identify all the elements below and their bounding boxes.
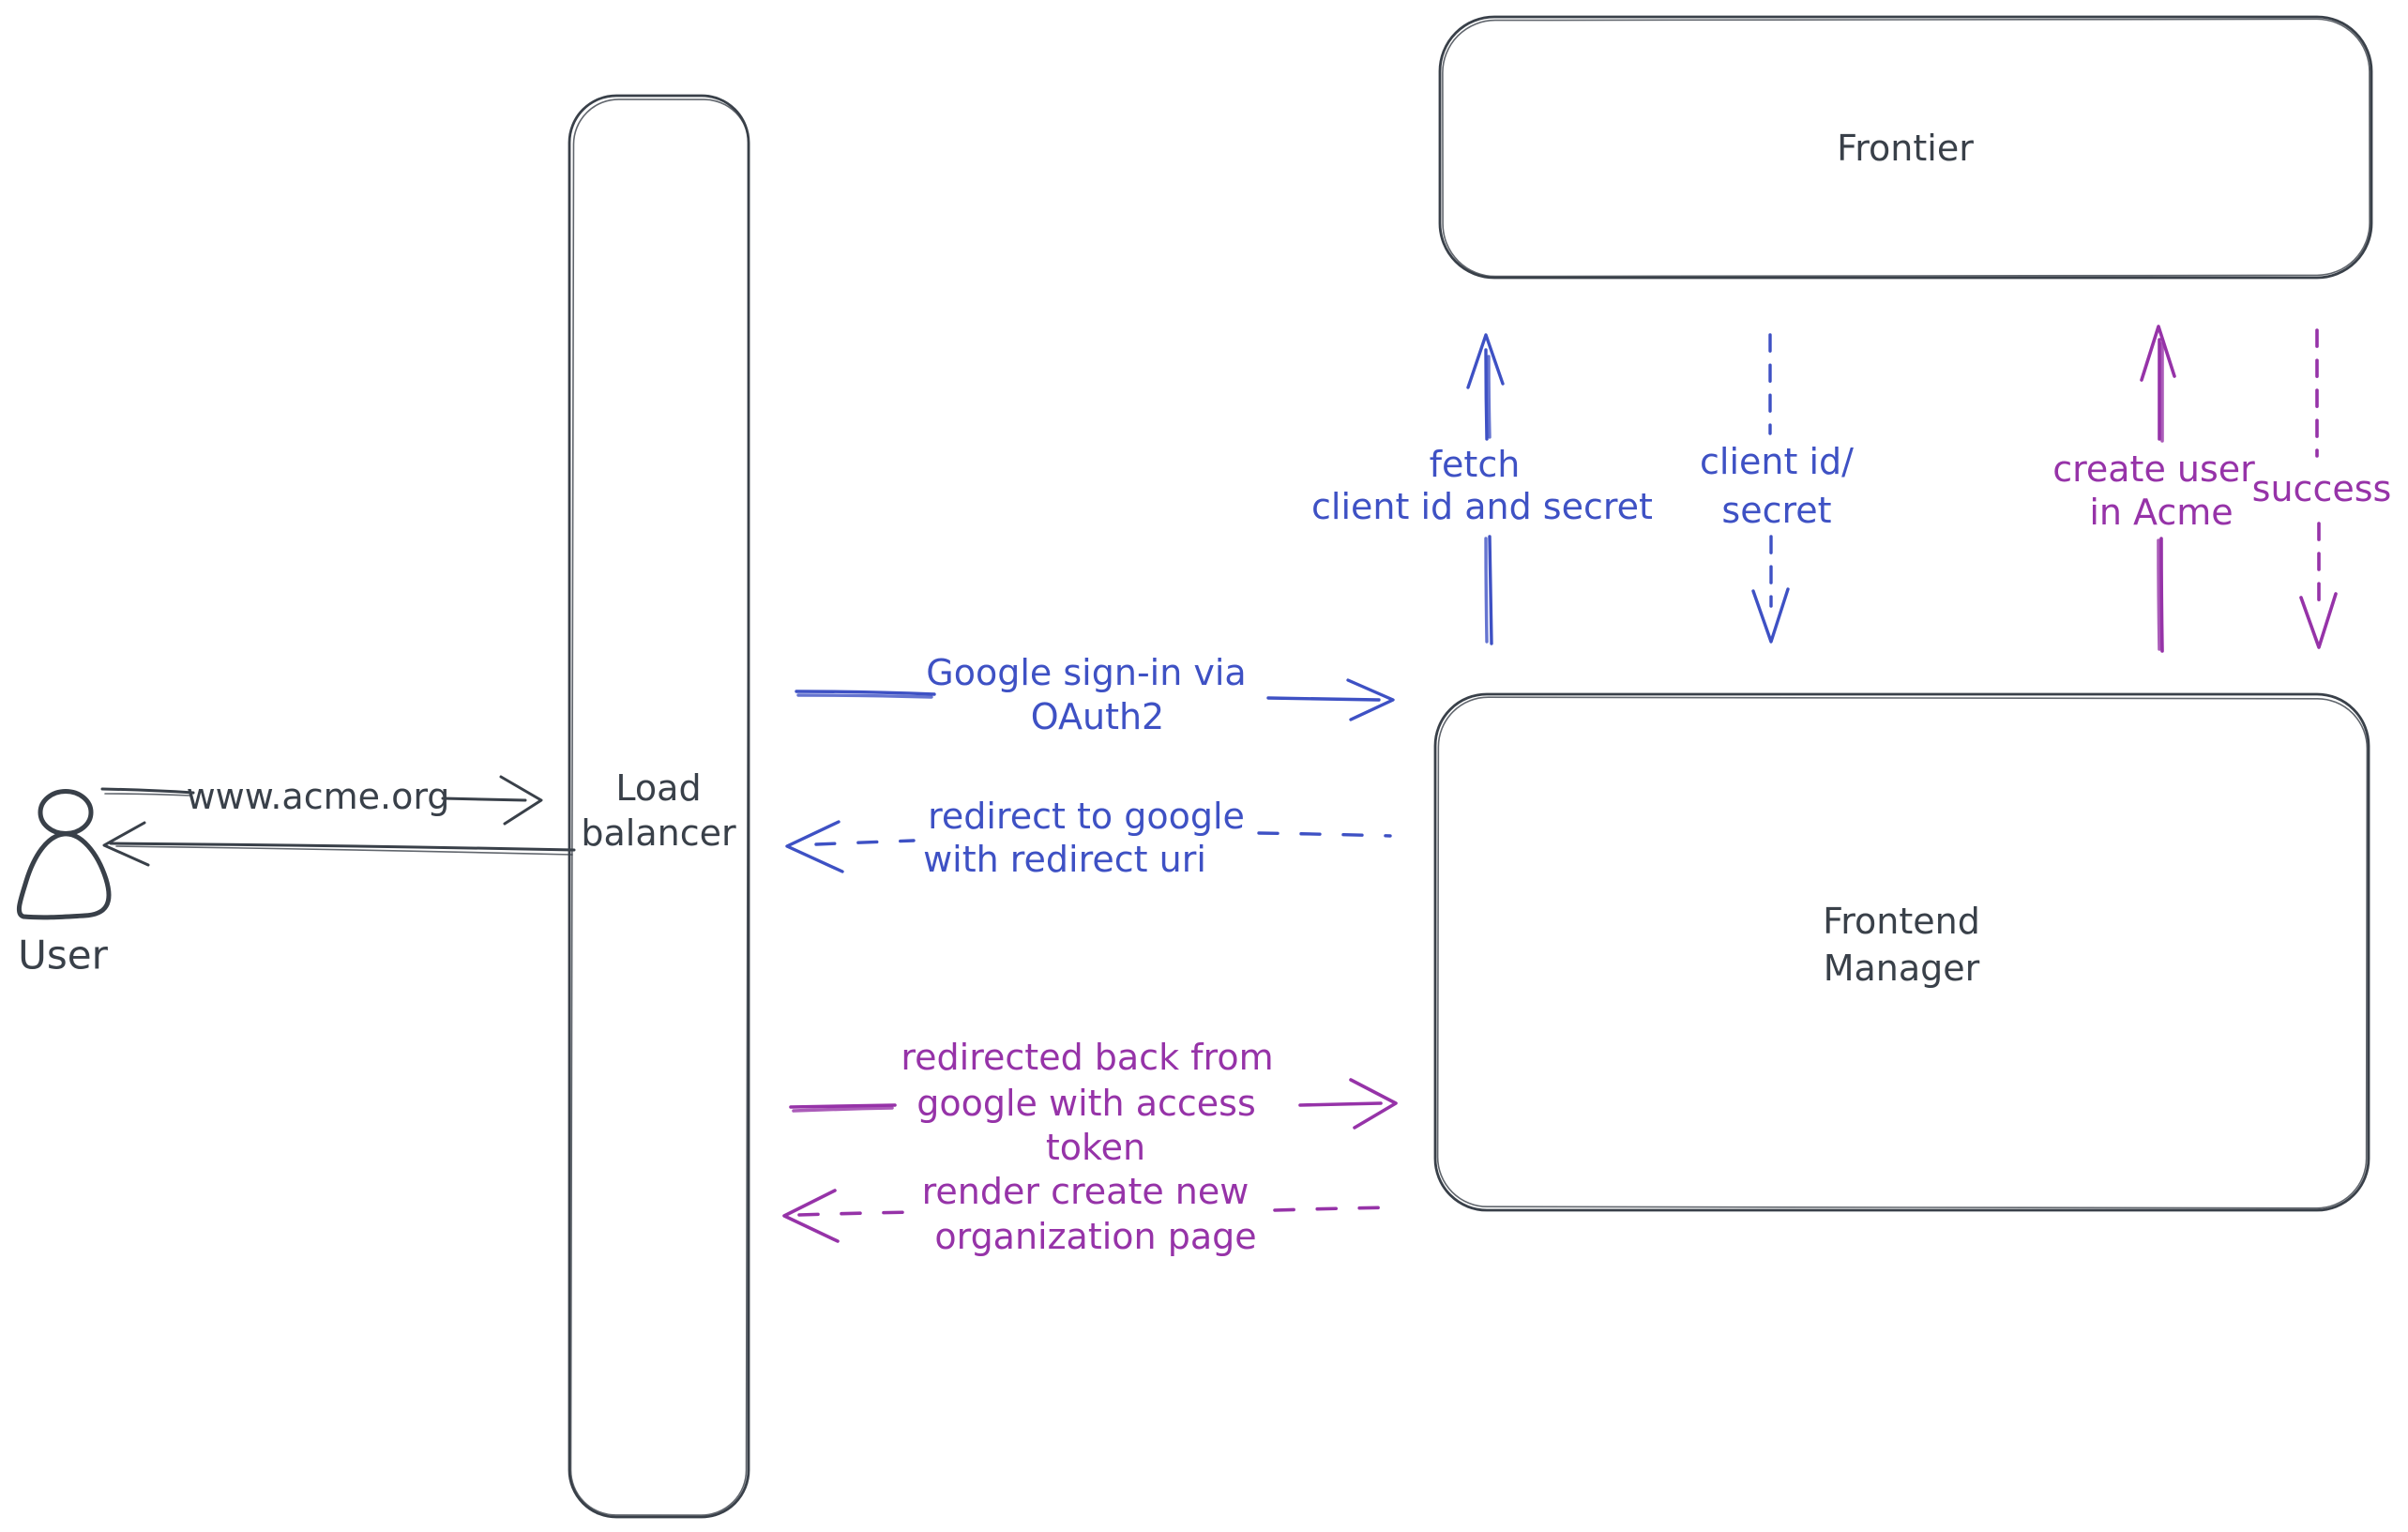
arrow-client-id-head	[1751, 587, 1790, 644]
arrow-google-signin-line-left-echo	[796, 693, 933, 699]
arrow-redirected-back-label-line2: google with access	[916, 1083, 1256, 1124]
arrow-fetch-line-top-echo	[1487, 355, 1492, 439]
frontend-manager-outline-echo	[1436, 696, 2369, 1209]
arrow-fetch-line-bottom	[1488, 535, 1493, 645]
arrow-response-line	[109, 842, 576, 852]
arrow-redirect-label-line1: redirect to google	[928, 796, 1245, 837]
arrow-redirected-back: redirected back from google with access …	[789, 1037, 1398, 1168]
arrow-render-line-right	[1273, 1206, 1398, 1212]
arrow-redirect-label-line2: with redirect uri	[923, 839, 1206, 880]
arrow-response-line-echo	[115, 845, 573, 856]
arrow-create-user: create user in Acme	[2052, 325, 2255, 653]
arrow-success: success	[2252, 328, 2392, 649]
arrow-create-user-head	[2140, 325, 2176, 382]
arrow-create-user-line-bottom-echo	[2157, 538, 2161, 651]
frontend-manager-label-line2: Manager	[1824, 948, 1980, 989]
arrow-fetch-label-line1: fetch	[1430, 444, 1521, 485]
arrow-client-id-label-line2: secret	[1721, 490, 1831, 531]
frontier-outline	[1438, 15, 2373, 280]
arrow-success-label: success	[2252, 468, 2392, 509]
arrow-www-acme-line-left	[100, 787, 195, 795]
arrow-client-id-label-line1: client id/	[1700, 441, 1854, 482]
load-balancer-box: Load balancer	[568, 94, 750, 1519]
user-label: User	[18, 933, 108, 978]
arrow-redirected-back-line-left	[789, 1103, 897, 1109]
arrow-success-head	[2299, 592, 2338, 649]
arrow-google-signin-label-line1: Google sign-in via	[926, 652, 1246, 693]
arrow-www-acme: www.acme.org	[100, 775, 543, 826]
frontier-outline-echo	[1442, 18, 2370, 278]
load-balancer-label-line1: Load	[615, 767, 701, 809]
arrow-render-label-line1: render create new	[922, 1171, 1249, 1212]
frontend-manager-box: Frontend Manager	[1433, 692, 2370, 1212]
arrow-redirect-line-right	[1257, 831, 1392, 838]
user-figure: User	[16, 789, 112, 978]
arrow-www-acme-line-right	[441, 796, 527, 802]
arrow-response-head	[102, 821, 150, 867]
arrow-fetch-head	[1466, 333, 1505, 389]
arrow-render-line-left	[797, 1210, 917, 1217]
arrow-google-signin-head	[1346, 678, 1395, 721]
frontier-label: Frontier	[1837, 128, 1974, 169]
arrow-render-head	[782, 1189, 840, 1243]
arrow-create-user-line-bottom	[2159, 537, 2164, 653]
load-balancer-label-line2: balancer	[581, 812, 736, 854]
arrow-www-acme-line-left-echo	[104, 793, 191, 796]
arrow-client-id-secret: client id/ secret	[1700, 333, 1854, 644]
arrow-create-user-label-line1: create user	[2052, 448, 2255, 490]
arrow-www-acme-head	[499, 775, 543, 826]
arrow-redirected-back-line-right	[1298, 1101, 1383, 1107]
arrow-fetch-client-id: fetch client id and secret	[1311, 333, 1653, 645]
frontier-box: Frontier	[1438, 15, 2373, 280]
load-balancer-outline	[568, 94, 750, 1519]
arrow-redirect-head	[785, 820, 844, 873]
user-body	[16, 831, 112, 920]
frontend-manager-outline	[1433, 692, 2370, 1212]
arrow-render-org-page: render create new organization page	[782, 1171, 1398, 1257]
arrow-redirect-to-google: redirect to google with redirect uri	[785, 796, 1392, 880]
arrow-google-signin-line-left	[795, 690, 936, 696]
user-head	[38, 789, 94, 836]
arrow-redirected-back-label-line1: redirected back from	[901, 1037, 1273, 1078]
arrow-redirected-back-label-line3: token	[1046, 1127, 1145, 1168]
arrow-fetch-line-bottom-echo	[1484, 537, 1489, 644]
arrow-render-label-line2: organization page	[934, 1216, 1256, 1257]
arrow-fetch-label-line2: client id and secret	[1311, 486, 1653, 527]
arrow-redirect-line-left	[814, 839, 916, 846]
arrow-www-acme-label: www.acme.org	[187, 776, 450, 817]
load-balancer-outline-echo	[569, 99, 750, 1516]
arrow-google-signin: Google sign-in via OAuth2	[795, 652, 1395, 737]
arrow-google-signin-label-line2: OAuth2	[1031, 696, 1164, 737]
arrow-google-signin-line-right	[1266, 696, 1381, 702]
arrow-redirected-back-line-left-echo	[792, 1106, 894, 1113]
arrow-fetch-line-top	[1484, 348, 1489, 441]
arrow-redirected-back-head	[1349, 1078, 1398, 1130]
arrow-response-to-user	[102, 821, 576, 867]
arrow-create-user-label-line2: in Acme	[2089, 492, 2233, 533]
frontend-manager-label-line1: Frontend	[1823, 901, 1980, 942]
